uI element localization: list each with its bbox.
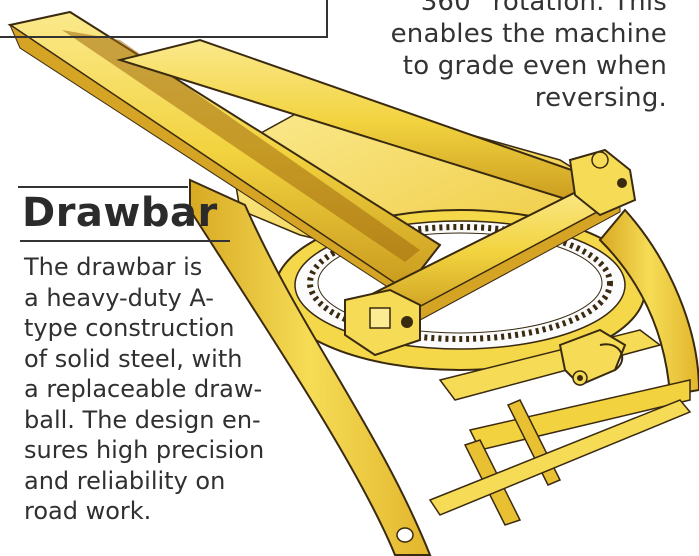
description-line: of solid steel, with xyxy=(24,344,243,373)
description-line: a replaceable draw- xyxy=(24,375,263,403)
drawball-coupling xyxy=(558,328,627,387)
caption-box-frame xyxy=(0,0,328,38)
left-curved-arm xyxy=(189,178,432,556)
rotation-caption-line: reversing. xyxy=(534,83,667,113)
description-line: The drawbar is xyxy=(24,253,203,281)
drawbar-left-beam xyxy=(7,10,442,296)
right-pivot-block xyxy=(568,148,637,217)
rotation-caption: 360° rotation. This enables the machine … xyxy=(347,0,667,114)
description-line: ball. The design en- xyxy=(24,405,261,434)
description-line: a heavy-duty A- xyxy=(24,283,214,312)
description-line: sures high precision xyxy=(24,436,265,464)
description-line: and reliability on xyxy=(24,466,226,495)
description-line: type construction xyxy=(24,314,235,342)
rotation-caption-line: enables the machine xyxy=(390,19,667,49)
section-heading: Drawbar xyxy=(22,190,218,236)
rotation-caption-line: to grade even when xyxy=(402,51,667,81)
drawbar-description: The drawbar is a heavy-duty A- type cons… xyxy=(24,252,344,527)
heading-underline xyxy=(20,240,230,242)
description-line: road work. xyxy=(24,497,152,525)
rotation-caption-line: 360° rotation. This xyxy=(420,0,667,17)
heading-top-rule xyxy=(18,186,188,188)
left-pivot-block xyxy=(344,288,421,357)
